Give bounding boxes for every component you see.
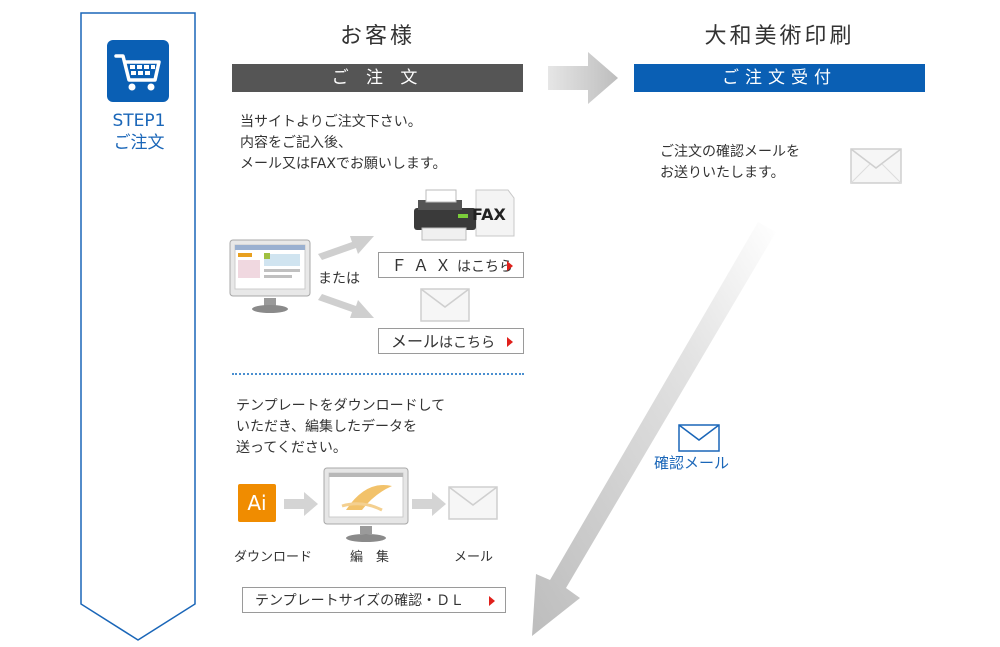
step-column [80,12,196,641]
flow-label-edit: 編 集 [350,550,390,565]
step-title: ご注文 [113,133,165,153]
flow-label-mail: メール [454,550,494,565]
arrow-down-right-icon [318,294,374,318]
fax-paper-label: FAX [472,205,506,224]
envelope-icon [448,486,498,520]
red-arrow-icon [507,261,513,271]
red-arrow-icon [489,596,495,606]
confirm-mail-label: 確認メール [654,454,730,472]
template-text: テンプレートをダウンロードして いただき、編集したデータを 送ってください。 [236,398,446,456]
illustrator-icon: Ai [238,484,276,522]
website-monitor-icon [229,239,311,313]
company-title: 大和美術印刷 [704,24,855,49]
flow-arrow-right-icon [548,52,618,104]
fax-button[interactable]: ＦＡＸはこちら [378,252,524,278]
arrow-up-right-icon [318,236,374,260]
confirm-text: ご注文の確認メールを お送りいたします。 [660,144,800,181]
fax-machine-icon [414,189,515,241]
intro-text: 当サイトよりご注文下さい。 内容をご記入後、 メール又はFAXでお願いします。 [240,114,447,172]
template-download-button[interactable]: テンプレートサイズの確認・ＤＬ [242,587,506,613]
section-divider [232,373,524,375]
confirm-mail-icon [678,424,720,452]
order-bar: ご 注 文 [232,64,523,92]
mail-button[interactable]: メールはこちら [378,328,524,354]
envelope-icon [850,148,902,184]
or-label: または [318,271,360,287]
red-arrow-icon [507,337,513,347]
cart-icon [107,40,169,102]
flow-label-download: ダウンロード [234,550,313,565]
step-number: STEP1 [112,111,166,131]
editing-monitor-icon [323,467,409,542]
return-arrow-icon [532,222,776,636]
arrow-right-icon [284,492,318,516]
customer-title: お客様 [339,24,415,49]
order-received-bar: ご注文受付 [634,64,925,92]
envelope-icon [420,288,470,322]
arrow-right-icon [412,492,446,516]
